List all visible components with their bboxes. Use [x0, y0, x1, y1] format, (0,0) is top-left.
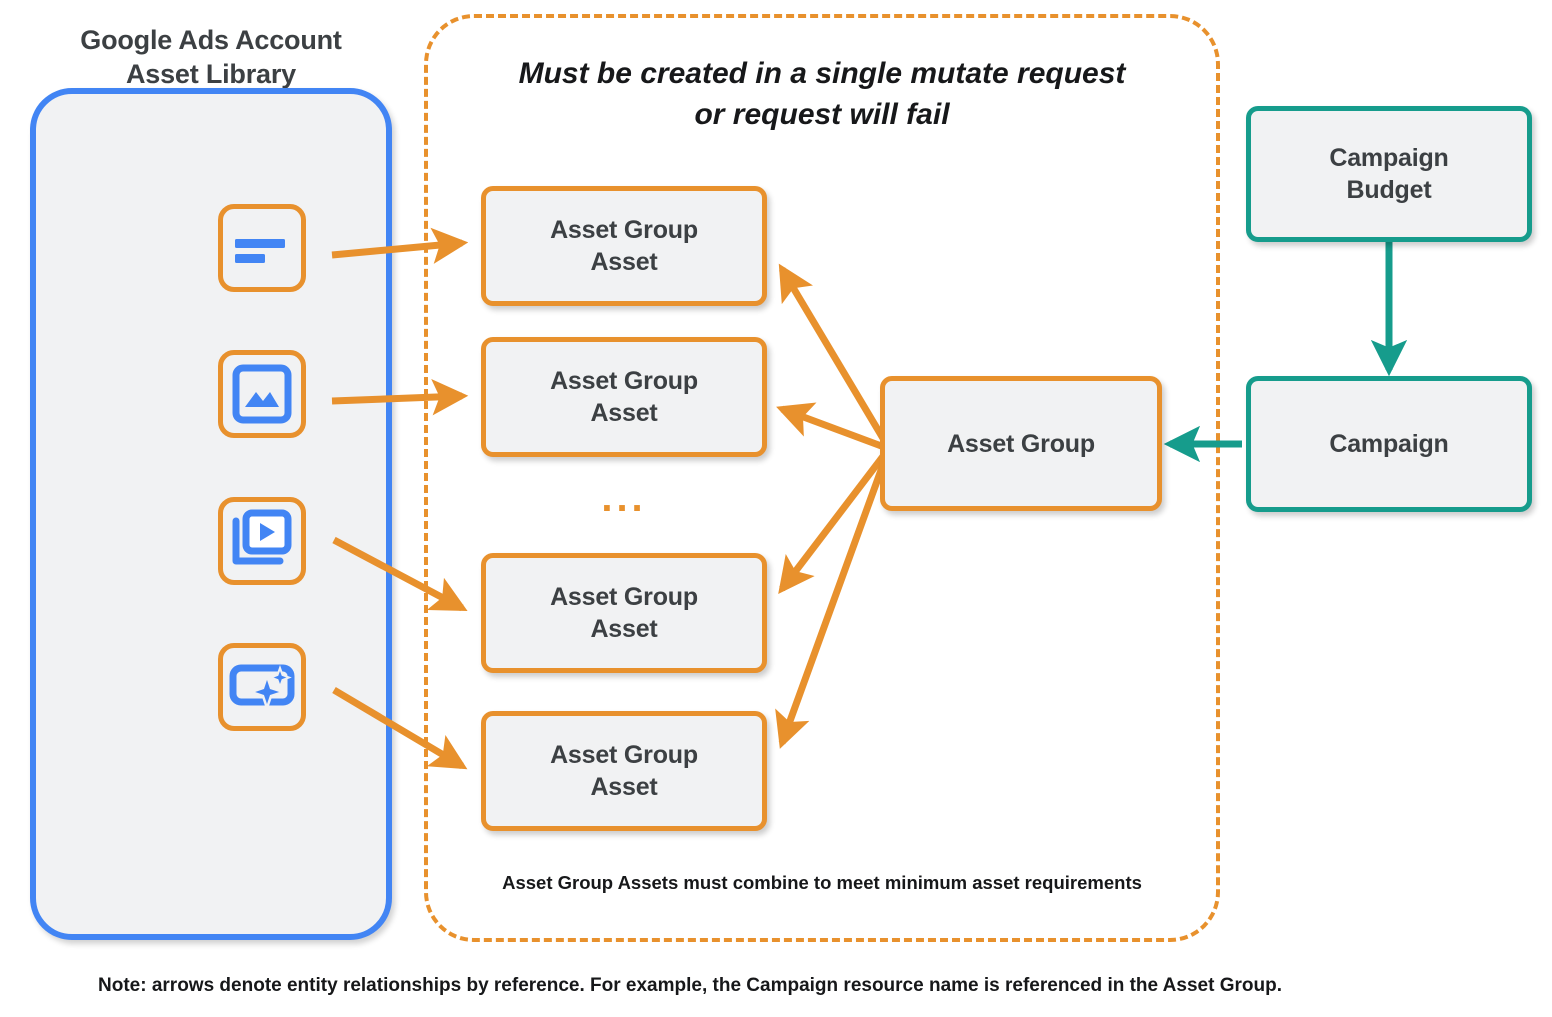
text-asset-icon-selected[interactable]: [218, 204, 306, 292]
asset-group-asset-1-line1: Asset Group: [550, 216, 698, 244]
diagram-note: Note: arrows denote entity relationships…: [98, 975, 1282, 996]
mutate-request-title-line2: or request will fail: [694, 97, 950, 131]
campaign-label: Campaign: [1329, 430, 1449, 458]
campaign-budget-line2: Budget: [1346, 176, 1432, 204]
campaign-budget-node[interactable]: Campaign Budget: [1246, 106, 1532, 242]
asset-group-asset-node-4[interactable]: Asset Group Asset: [481, 711, 767, 831]
asset-group-asset-node-3[interactable]: Asset Group Asset: [481, 553, 767, 673]
asset-group-asset-2-line2: Asset: [590, 399, 658, 427]
asset-library-title-line2: Asset Library: [126, 58, 296, 89]
asset-group-asset-ellipsis: ...: [601, 476, 647, 520]
asset-group-asset-node-1[interactable]: Asset Group Asset: [481, 186, 767, 306]
image-asset-icon-selected[interactable]: [218, 350, 306, 438]
youtube-video-asset-icon-selected[interactable]: [218, 497, 306, 585]
asset-group-node[interactable]: Asset Group: [880, 376, 1162, 511]
asset-group-asset-3-line2: Asset: [590, 615, 658, 643]
asset-group-asset-4-line2: Asset: [590, 773, 658, 801]
asset-group-asset-4-line1: Asset Group: [550, 741, 698, 769]
minimum-asset-requirements-note: Asset Group Assets must combine to meet …: [502, 872, 1142, 893]
mutate-request-title-line1: Must be created in a single mutate reque…: [518, 57, 1126, 90]
call-to-action-asset-icon-selected[interactable]: [218, 643, 306, 731]
campaign-node[interactable]: Campaign: [1246, 376, 1532, 512]
asset-library-panel: [30, 88, 392, 940]
asset-group-asset-1-line2: Asset: [590, 248, 658, 276]
asset-library-title: Google Ads Account Asset Library: [30, 24, 392, 92]
asset-library-title-line1: Google Ads Account: [80, 25, 342, 55]
asset-group-asset-3-line1: Asset Group: [550, 583, 698, 611]
asset-group-label: Asset Group: [947, 429, 1095, 458]
asset-group-asset-node-2[interactable]: Asset Group Asset: [481, 337, 767, 457]
mutate-request-title: Must be created in a single mutate reque…: [430, 54, 1214, 135]
asset-group-asset-2-line1: Asset Group: [550, 367, 698, 395]
campaign-budget-line1: Campaign: [1329, 144, 1449, 172]
